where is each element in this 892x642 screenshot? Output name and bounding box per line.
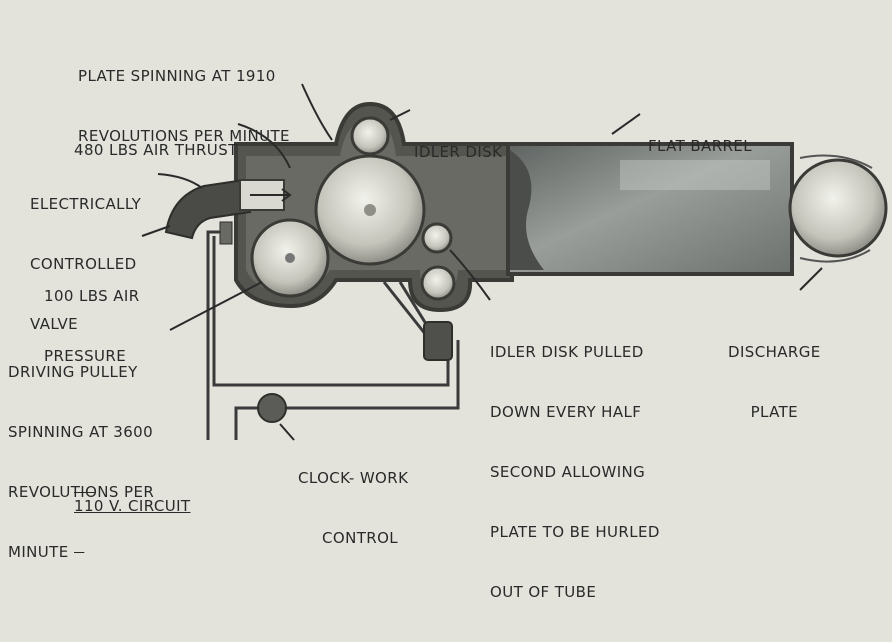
leader-lines (141, 83, 823, 441)
leader-idler-disk (389, 109, 411, 121)
leader-valve (157, 173, 203, 189)
clockwork-wire-left (234, 406, 258, 440)
plate-hub (364, 204, 376, 216)
leader-plate-spinning (301, 83, 333, 141)
idler-disk-top (350, 116, 390, 156)
label-air-thrust: 480 LBS AIR THRUST (74, 141, 238, 159)
clockwork-unit (257, 393, 287, 423)
motion-line-2 (799, 249, 871, 263)
leader-discharge-plate (799, 267, 823, 291)
spinning-plate (314, 154, 426, 266)
label-flat-barrel: FLAT BARREL (648, 137, 752, 155)
valve-terminal (219, 221, 233, 245)
motion-line-1 (799, 154, 873, 169)
idler-disk-lower-b (420, 265, 456, 301)
clockwork-wire-right (286, 340, 460, 410)
leader-air-pressure (141, 225, 171, 237)
electric-valve (164, 178, 292, 245)
discharge-disk (788, 158, 888, 258)
idler-solenoid (423, 321, 453, 361)
machine-cutaway-diagram (141, 83, 888, 441)
air-flow-arrow (250, 188, 292, 202)
label-idler-pulled: IDLER DISK PULLED DOWN EVERY HALF SECOND… (490, 343, 660, 601)
leader-flat-barrel (611, 113, 641, 135)
leader-air-thrust (237, 123, 291, 169)
label-clockwork: CLOCK- WORK CONTROL (298, 469, 409, 547)
diagram-stage: PLATE SPINNING AT 1910 REVOLUTIONS PER M… (8, 67, 888, 601)
barrel-highlight (620, 160, 770, 190)
leader-clockwork (279, 423, 295, 441)
barrel-cutaway-edge (510, 150, 544, 270)
label-plate-spinning: PLATE SPINNING AT 1910 REVOLUTIONS PER M… (78, 67, 290, 145)
label-discharge-plate: DISCHARGE PLATE (728, 343, 821, 421)
label-circuit: 110 V. CIRCUIT (74, 497, 191, 515)
idler-disk-lower-a (421, 222, 453, 254)
leader-driving-pulley (169, 281, 263, 331)
idler-linkage (382, 281, 432, 341)
leader-idler-pulled (449, 249, 491, 301)
label-idler-disk: IDLER DISK (414, 143, 503, 161)
driving-pulley (250, 218, 330, 298)
circuit-wire-bottom (212, 236, 450, 387)
circuit-wire-left (206, 230, 226, 440)
pulley-hub (285, 253, 295, 263)
label-air-pressure: 100 LBS AIR PRESSURE (44, 287, 140, 365)
label-electric-valve: ELECTRICALLY CONTROLLED VALVE (30, 195, 142, 333)
discharge-plate (788, 154, 888, 263)
